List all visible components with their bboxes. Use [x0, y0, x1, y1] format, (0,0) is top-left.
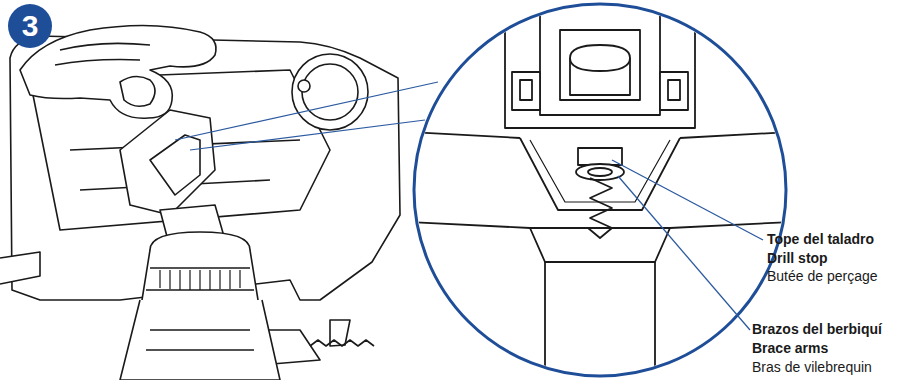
- base-hole-ring: [302, 64, 358, 120]
- part-label: Drill stop: [767, 249, 828, 267]
- leader-line: [618, 176, 750, 330]
- part-label: Butée de perçage: [767, 267, 878, 285]
- side-clip: [660, 72, 688, 110]
- base-hole: [292, 54, 368, 130]
- magnify-line: [175, 82, 438, 140]
- lower-funnel: [530, 228, 670, 262]
- magnifier-bg: [414, 4, 786, 376]
- cylinder: [570, 45, 630, 95]
- finger-line: [55, 43, 150, 65]
- leader-lines: [612, 160, 763, 330]
- housing-inner: [540, 0, 660, 115]
- magnify-lines: [175, 82, 438, 150]
- drill-body: [120, 300, 280, 380]
- chuck-ring: [146, 268, 254, 290]
- lower-channel: [545, 262, 655, 380]
- drill: [120, 110, 280, 380]
- detail-view: [410, 0, 790, 380]
- brace-arms: [576, 164, 624, 180]
- part-label: Brace arms: [752, 339, 828, 357]
- grip-texture: [310, 340, 374, 346]
- hand-outline: [20, 25, 216, 118]
- housing-block: [560, 30, 640, 100]
- frame-edge: [410, 222, 790, 228]
- magnify-line: [190, 120, 425, 150]
- step-number: 3: [22, 11, 39, 41]
- hand: [20, 25, 216, 118]
- drill-bit: [588, 178, 612, 238]
- clamp-slot: [150, 135, 200, 195]
- part-label: Tope del taladro: [767, 230, 874, 248]
- leader-line: [612, 160, 763, 240]
- housing-wall: [505, 0, 695, 128]
- side-clip: [512, 72, 540, 110]
- magnifier-ring: [414, 4, 786, 376]
- cylinder-edge: [570, 58, 630, 71]
- frame-edge: [410, 132, 790, 138]
- drill-line: [146, 330, 254, 350]
- chuck-ridges: [160, 270, 240, 290]
- brace-center: [588, 168, 612, 176]
- base-peg: [298, 80, 310, 92]
- clamp-block: [120, 110, 215, 215]
- part-label: Brazos del berbiquí: [752, 320, 882, 338]
- thumb-nail: [120, 76, 155, 106]
- funnel: [520, 138, 680, 210]
- step-number-badge: 3: [8, 4, 52, 48]
- cable: [0, 252, 40, 284]
- part-label: Bras de vilebrequin: [752, 358, 872, 376]
